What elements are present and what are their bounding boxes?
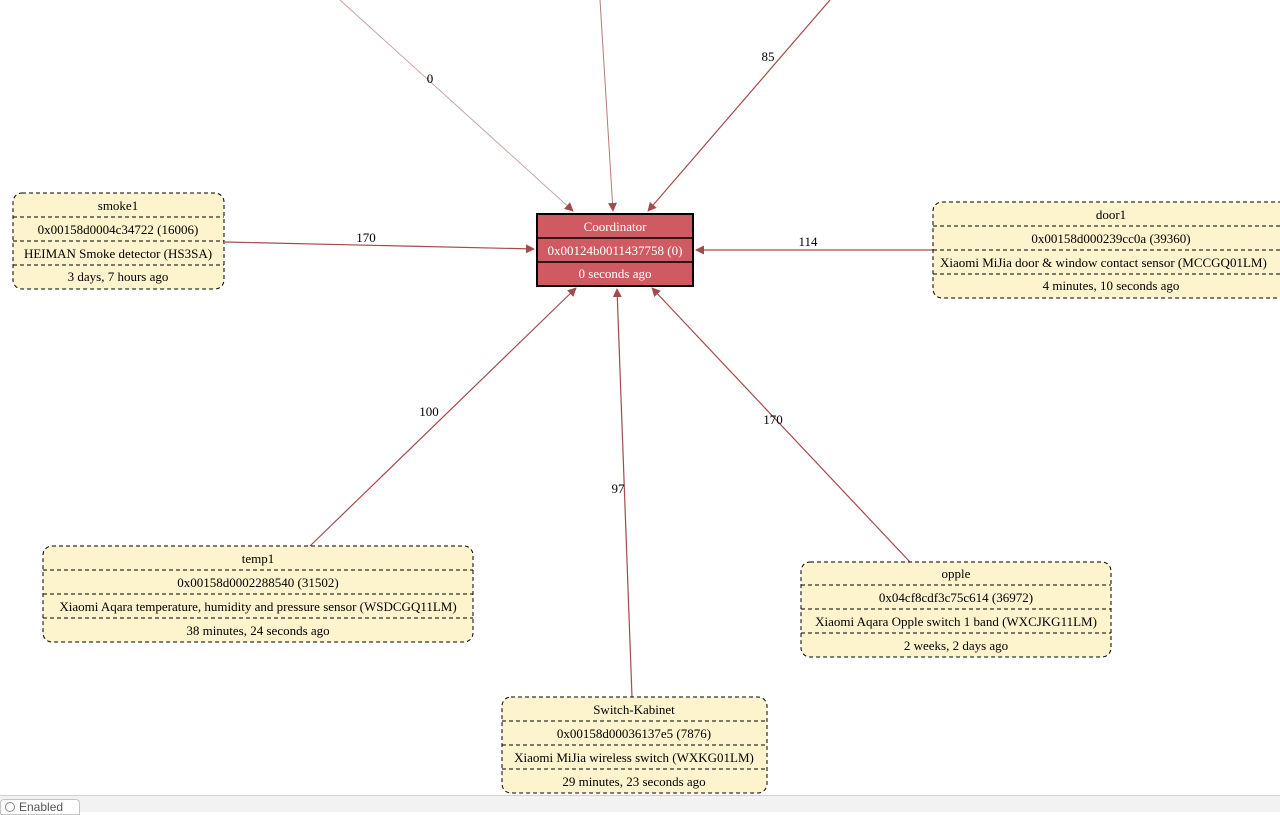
coordinator-title: Coordinator (584, 219, 647, 234)
coordinator-last-seen: 0 seconds ago (579, 266, 652, 281)
edge-top-right (647, 0, 831, 212)
device-last-seen: 2 weeks, 2 days ago (904, 638, 1008, 653)
device-model: Xiaomi Aqara temperature, humidity and p… (59, 599, 456, 614)
edge-label-opple: 170 (763, 412, 783, 427)
device-last-seen: 29 minutes, 23 seconds ago (562, 774, 705, 789)
coordinator-address: 0x00124b0011437758 (0) (548, 243, 683, 258)
edge-label-temp1: 100 (419, 404, 439, 419)
device-address: 0x00158d000239cc0a (39360) (1031, 231, 1190, 246)
device-name: opple (942, 566, 971, 581)
device-node-opple[interactable]: opple 0x04cf8cdf3c75c614 (36972) Xiaomi … (800, 561, 1112, 658)
device-name: door1 (1096, 207, 1126, 222)
edges (224, 0, 933, 698)
device-node-door1[interactable]: door1 0x00158d000239cc0a (39360) Xiaomi … (932, 201, 1280, 299)
edge-label-door1: 114 (798, 234, 818, 249)
edge-switch-kabinet (612, 288, 633, 698)
device-model: Xiaomi Aqara Opple switch 1 band (WXCJKG… (815, 614, 1097, 629)
device-model: Xiaomi MiJia door & window contact senso… (940, 255, 1267, 270)
enabled-tab[interactable]: Enabled (0, 799, 80, 815)
edge-label-switch-kabinet: 97 (612, 481, 626, 496)
device-model: Xiaomi MiJia wireless switch (WXKG01LM) (514, 750, 754, 765)
device-node-smoke1[interactable]: smoke1 0x00158d0004c34722 (16006) HEIMAN… (12, 192, 225, 290)
device-last-seen: 3 days, 7 hours ago (68, 269, 169, 284)
coordinator-box (536, 213, 694, 287)
device-name: temp1 (242, 551, 275, 566)
coordinator-node[interactable]: Coordinator 0x00124b0011437758 (0) 0 sec… (536, 213, 694, 287)
radio-icon (5, 802, 15, 812)
edge-temp1 (309, 287, 577, 547)
device-address: 0x00158d0002288540 (31502) (177, 575, 338, 590)
edge-opple (651, 287, 911, 563)
edge-label-top-left: 0 (427, 71, 434, 86)
edge-label-top-right: 85 (762, 49, 775, 64)
device-name: Switch-Kabinet (593, 702, 675, 717)
device-last-seen: 4 minutes, 10 seconds ago (1043, 278, 1180, 293)
device-address: 0x00158d0004c34722 (16006) (38, 222, 199, 237)
device-address: 0x00158d00036137e5 (7876) (557, 726, 711, 741)
edge-label-smoke1: 170 (356, 230, 376, 245)
enabled-tab-label: Enabled (19, 800, 64, 814)
device-address: 0x04cf8cdf3c75c614 (36972) (879, 590, 1033, 605)
status-bar: Enabled (0, 795, 1280, 815)
device-node-switch-kabinet[interactable]: Switch-Kabinet 0x00158d00036137e5 (7876)… (501, 696, 768, 794)
edge-top-center (599, 0, 617, 212)
device-name: smoke1 (98, 198, 138, 213)
device-model: HEIMAN Smoke detector (HS3SA) (24, 246, 212, 261)
edge-labels: 0 85 170 114 100 97 170 (356, 49, 818, 496)
device-last-seen: 38 minutes, 24 seconds ago (186, 623, 329, 638)
device-node-temp1[interactable]: temp1 0x00158d0002288540 (31502) Xiaomi … (42, 545, 474, 643)
edge-top-left (339, 0, 574, 212)
edge-smoke1 (224, 241, 535, 254)
